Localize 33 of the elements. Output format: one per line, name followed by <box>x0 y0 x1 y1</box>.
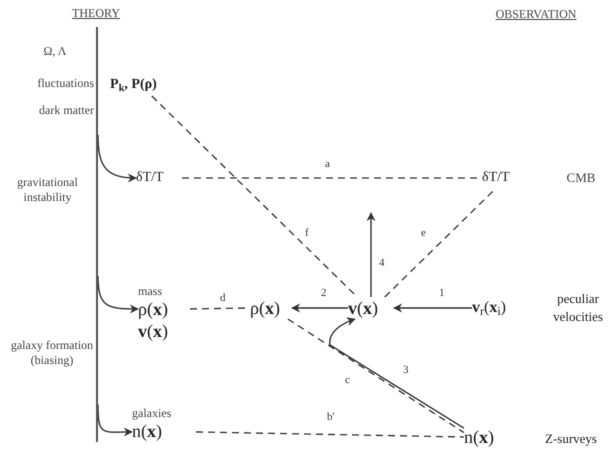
arrow <box>97 276 139 314</box>
column-heading: THEORY <box>71 6 121 21</box>
theory-label: galaxy formation (biasing) <box>10 338 94 368</box>
category-label: peculiar velocities <box>552 290 604 326</box>
theory-label: gravitational instability <box>16 175 79 205</box>
theory-label: fluctuations <box>36 76 94 91</box>
quantity-symbol: v(x) <box>138 320 168 342</box>
quantity-symbol: n(x) <box>464 426 494 448</box>
theory-axis-line <box>96 27 98 442</box>
quantity-symbol: ρ(x) <box>250 297 280 319</box>
quantity-symbol: v$_{r}$(x$_{i}$) <box>472 298 506 319</box>
column-heading: OBSERVATION <box>494 7 578 22</box>
quantity-symbol: δT/T <box>136 169 164 187</box>
arrow <box>97 134 137 182</box>
dashed-connector <box>384 188 496 298</box>
quantity-symbol: δT/T <box>482 169 510 187</box>
quantity-symbol: P$_{k}$, P(ρ) <box>110 76 157 96</box>
quantity-symbol: n(x) <box>132 420 162 442</box>
arrow <box>366 212 376 297</box>
arrow <box>291 304 348 312</box>
quantity-label: galaxies <box>132 406 172 420</box>
category-label: Z-surveys <box>544 430 598 448</box>
quantity-symbol: ρ(x) <box>138 298 168 320</box>
category-label: CMB <box>566 170 596 185</box>
arrow <box>393 304 472 312</box>
dashed-connector <box>196 431 464 438</box>
arrow <box>329 318 464 429</box>
dashed-connector <box>287 318 464 434</box>
theory-label: dark matter <box>38 103 94 118</box>
quantity-label: mass <box>138 284 162 298</box>
arrow <box>97 404 133 436</box>
theory-label: Ω, Λ <box>42 44 68 59</box>
quantity-symbol: v(x) <box>348 297 378 319</box>
